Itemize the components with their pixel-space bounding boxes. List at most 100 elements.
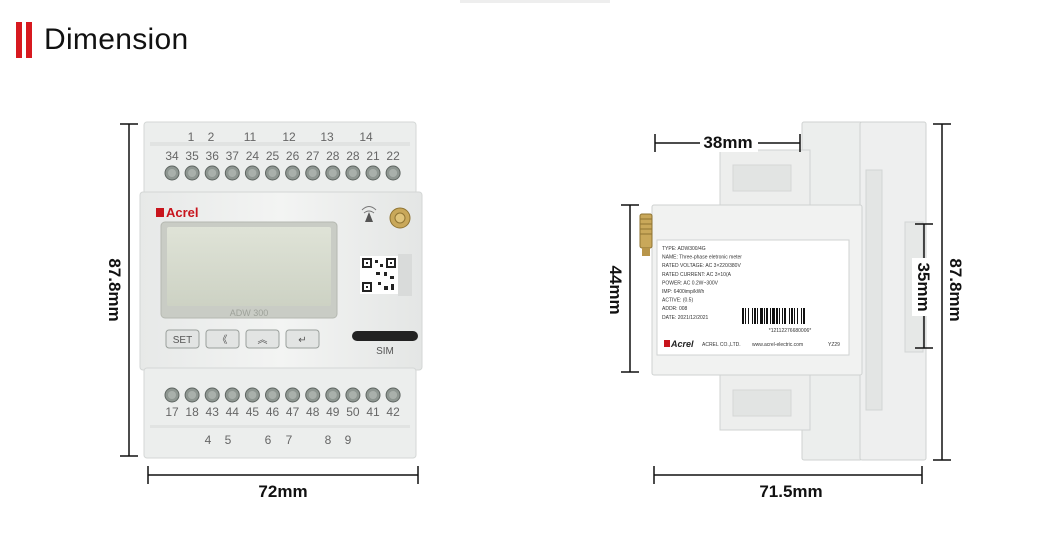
- set-button[interactable]: SET: [165, 329, 200, 349]
- side-width-label: 71.5mm: [759, 482, 822, 501]
- label-line: POWER: AC 0.2W~300V: [662, 280, 719, 286]
- terminal-screw-icon[interactable]: [305, 387, 321, 403]
- accent-bars: [16, 22, 32, 58]
- terminal-number: 36: [206, 149, 220, 163]
- terminal-number: 35: [185, 149, 199, 163]
- antenna-icon: [639, 213, 653, 256]
- terminal-number: 37: [226, 149, 240, 163]
- terminal-number: 25: [266, 149, 280, 163]
- terminal-number: 41: [366, 405, 380, 419]
- terminal-screw-icon[interactable]: [265, 387, 280, 403]
- label-brand: Acrel: [670, 339, 694, 349]
- front-height-label: 87.8mm: [105, 258, 124, 321]
- group-number: 8: [325, 433, 332, 447]
- terminal-screw-icon[interactable]: [285, 387, 301, 403]
- terminal-screw-icon[interactable]: [204, 387, 220, 403]
- signal-icon: [365, 212, 373, 222]
- terminal-screw-icon[interactable]: [164, 165, 180, 181]
- group-number: 12: [282, 130, 296, 144]
- terminal-screw-icon[interactable]: [385, 387, 401, 403]
- terminal-number: 24: [246, 149, 260, 163]
- terminal-screw-icon[interactable]: [285, 165, 301, 181]
- group-number: 4: [205, 433, 212, 447]
- group-number: 5: [225, 433, 232, 447]
- terminal-screw-icon[interactable]: [265, 165, 280, 181]
- acrel-logo-icon: [156, 208, 164, 217]
- terminal-number: 21: [366, 149, 380, 163]
- terminal-screw-icon[interactable]: [204, 165, 220, 181]
- model-label: ADW 300: [230, 308, 269, 318]
- terminal-screw-icon[interactable]: [325, 165, 341, 181]
- terminal-screw-icon[interactable]: [365, 165, 381, 181]
- label-line: RATED VOLTAGE: AC 3×220/380V: [662, 263, 741, 269]
- terminal-number: 28: [346, 149, 360, 163]
- label-site: www.acrel-electric.com: [752, 342, 803, 348]
- terminal-number: 50: [346, 405, 360, 419]
- side-height-dimension: 87.8mm: [933, 123, 969, 461]
- group-number: 13: [320, 130, 334, 144]
- terminal-screw-icon[interactable]: [184, 165, 200, 181]
- qr-code-icon: [360, 256, 398, 294]
- terminal-number: 42: [386, 405, 400, 419]
- side-depth-label: 38mm: [703, 133, 752, 152]
- terminal-screw-icon[interactable]: [224, 387, 240, 403]
- front-height-dimension: 87.8mm: [105, 123, 138, 457]
- group-number: 6: [265, 433, 272, 447]
- terminal-number: 44: [226, 405, 240, 419]
- button-label: ︽: [258, 335, 268, 346]
- front-width-label: 72mm: [258, 482, 307, 501]
- side-depth-dimension: 38mm: [654, 132, 801, 152]
- terminal-screw-icon[interactable]: [244, 165, 260, 181]
- terminal-screw-icon[interactable]: [184, 387, 200, 403]
- terminal-number: 45: [246, 405, 260, 419]
- terminal-screw-icon[interactable]: [244, 387, 260, 403]
- back-button[interactable]: 《: [205, 329, 240, 349]
- group-number: 11: [244, 130, 257, 144]
- terminal-number: 48: [306, 405, 320, 419]
- side-label: [656, 239, 850, 356]
- terminal-number: 26: [286, 149, 300, 163]
- label-line: ADDR: 008: [662, 306, 688, 312]
- terminal-number: 47: [286, 405, 300, 419]
- button-label: 《: [218, 334, 228, 346]
- up-button[interactable]: ︽: [245, 329, 280, 349]
- group-number: 7: [286, 433, 293, 447]
- terminal-number: 43: [206, 405, 220, 419]
- terminal-screw-icon[interactable]: [224, 165, 240, 181]
- terminal-number: 46: [266, 405, 280, 419]
- terminal-screw-icon[interactable]: [345, 387, 361, 403]
- top-edge-strip: [460, 0, 610, 3]
- terminal-screw-icon[interactable]: [345, 165, 361, 181]
- side-height-label: 87.8mm: [946, 258, 965, 321]
- terminal-screw-icon[interactable]: [305, 165, 321, 181]
- label-line: IMP: 6400imp/kWh: [662, 289, 704, 295]
- side-rail-dimension: 35mm: [912, 223, 936, 349]
- group-number: 2: [208, 130, 215, 144]
- label-line: TYPE: ADW300/4G: [662, 246, 706, 252]
- terminal-number: 22: [386, 149, 400, 163]
- label-barcode: [742, 308, 805, 324]
- group-number: 1: [188, 130, 195, 144]
- terminal-screw-icon[interactable]: [385, 165, 401, 181]
- button-label: ↵: [298, 335, 306, 346]
- side-width-dimension: 71.5mm: [653, 466, 923, 501]
- terminal-screw-icon[interactable]: [164, 387, 180, 403]
- label-company: ACREL CO.,LTD.: [702, 342, 741, 348]
- page-header: Dimension: [16, 20, 188, 60]
- label-line: DATE: 2021/12/2021: [662, 315, 709, 321]
- barcode-number: *12112276680006*: [769, 328, 812, 334]
- terminal-screw-icon[interactable]: [365, 387, 381, 403]
- front-buttons: SET 《 ︽ ↵: [165, 329, 320, 349]
- top-terminal-ridge: [150, 142, 410, 146]
- enter-button[interactable]: ↵: [285, 329, 320, 349]
- label-line: ACTIVE: (0.5): [662, 298, 693, 304]
- page-title: Dimension: [44, 23, 189, 56]
- sim-label: SIM: [376, 346, 394, 357]
- terminal-screw-icon[interactable]: [325, 387, 341, 403]
